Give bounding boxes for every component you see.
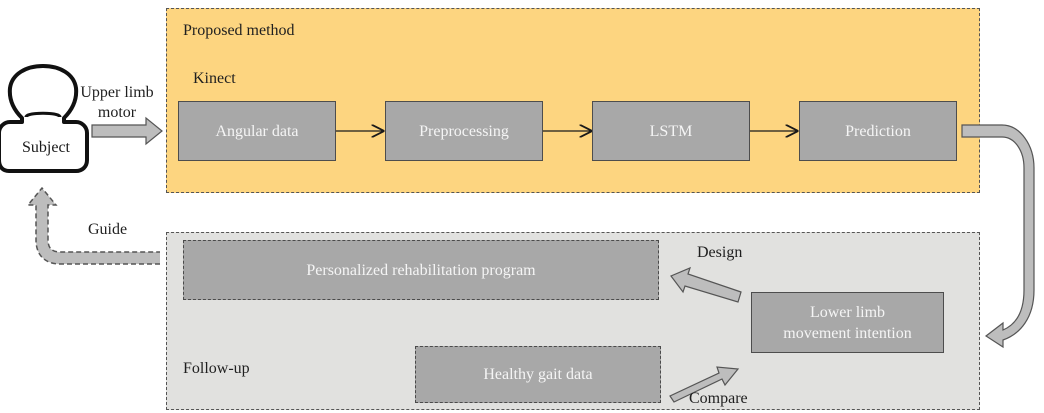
design-label: Design <box>697 244 743 261</box>
lower-limb-intention-box: Lower limb movement intention <box>751 292 944 353</box>
proposed-method-title: Proposed method <box>183 22 295 39</box>
input-block-arrow <box>91 116 163 146</box>
personalized-program-box: Personalized rehabilitation program <box>183 240 659 300</box>
subject-icon <box>0 64 89 173</box>
compare-block-arrow <box>669 366 740 403</box>
feedback-curve-arrow <box>961 124 1035 349</box>
healthy-gait-data-box: Healthy gait data <box>415 346 661 403</box>
lstm-box: LSTM <box>592 101 750 161</box>
preprocessing-box: Preprocessing <box>385 101 543 161</box>
follow-up-title: Follow-up <box>183 360 250 377</box>
angular-data-box: Angular data <box>178 101 336 161</box>
kinect-label: Kinect <box>193 70 236 87</box>
guide-block-arrow <box>26 186 160 265</box>
subject-label: Subject <box>22 139 70 156</box>
compare-label: Compare <box>689 390 748 407</box>
design-block-arrow <box>670 266 742 303</box>
proposed-method-panel <box>166 8 980 193</box>
upper-limb-motor-label: Upper limb motor <box>80 84 154 121</box>
prediction-box: Prediction <box>799 101 957 161</box>
guide-label: Guide <box>88 221 128 238</box>
